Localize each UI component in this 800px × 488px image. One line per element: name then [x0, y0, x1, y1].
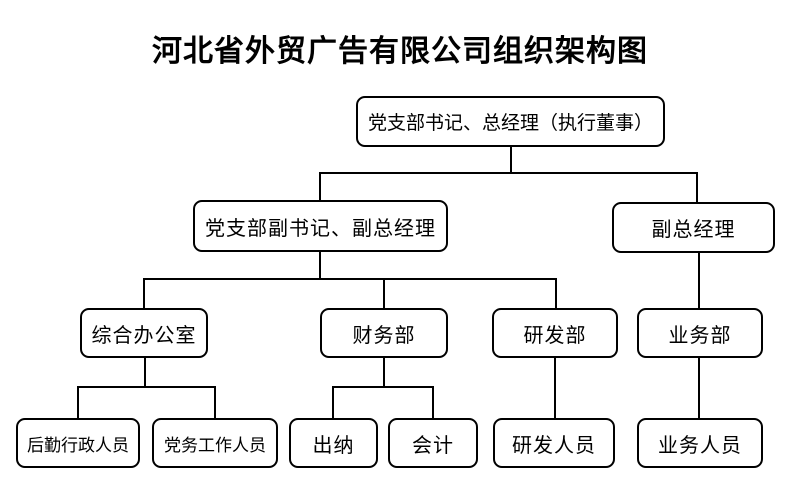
org-box-finance-dept: 财务部: [320, 308, 448, 358]
connector-drop-cashier: [332, 386, 334, 418]
connector-drop-logistics-staff: [77, 386, 79, 418]
page-title: 河北省外贸广告有限公司组织架构图: [152, 35, 648, 68]
org-box-deputy-general-manager: 副总经理: [612, 202, 775, 253]
connector-drop-finance: [383, 278, 385, 308]
org-box-accountant: 会计: [388, 418, 478, 468]
connector-level2-bus: [319, 172, 698, 174]
org-box-cashier: 出纳: [289, 418, 378, 468]
connector-root-stem: [510, 147, 512, 174]
org-box-business-staff: 业务人员: [637, 418, 763, 468]
connector-drop-general-office: [143, 278, 145, 308]
connector-rd-to-rd-staff: [554, 357, 556, 418]
connector-drop-deputy-secretary: [319, 172, 321, 200]
org-box-deputy-party-secretary-deputy-gm: 党支部副书记、副总经理: [193, 200, 448, 252]
org-box-general-office: 综合办公室: [80, 308, 208, 358]
connector-finance-stem: [383, 357, 385, 388]
org-box-logistics-admin-staff: 后勤行政人员: [16, 418, 140, 468]
connector-deputy-gm-to-business: [698, 253, 700, 308]
org-box-rd-dept: 研发部: [492, 308, 618, 358]
connector-drop-accountant: [432, 386, 434, 418]
org-box-party-secretary-general-manager: 党支部书记、总经理（执行董事）: [356, 96, 665, 147]
org-box-rd-staff: 研发人员: [493, 418, 615, 468]
connector-general-office-stem: [144, 357, 146, 388]
connector-deputy-secretary-stem: [319, 252, 321, 280]
connector-drop-deputy-gm: [696, 172, 698, 203]
connector-business-to-business-staff: [698, 357, 700, 418]
org-box-business-dept: 业务部: [637, 308, 763, 358]
connector-general-office-bus: [77, 386, 216, 388]
connector-drop-rd: [555, 278, 557, 308]
connector-level3-bus: [143, 278, 557, 280]
connector-finance-bus: [332, 386, 434, 388]
org-box-party-affairs-staff: 党务工作人员: [152, 418, 278, 468]
connector-drop-party-affairs-staff: [214, 386, 216, 418]
